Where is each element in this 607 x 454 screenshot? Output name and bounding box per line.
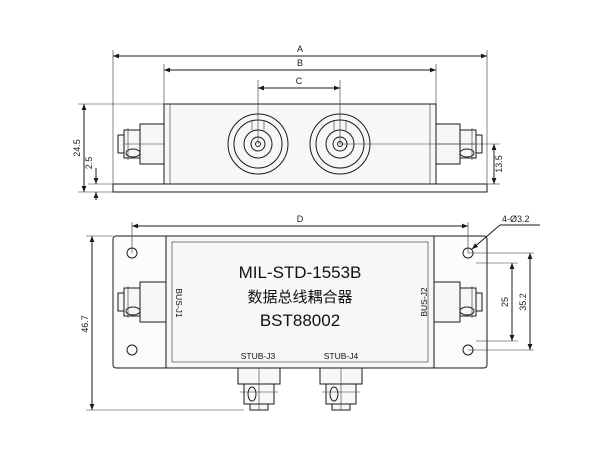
top-stub-j4-connector [319, 367, 363, 411]
top-view: MIL-STD-1553B 数据总线耦合器 BST88002 BUS-J1 BU… [80, 214, 540, 411]
side-view: A B C 24.5 2.5 13.5 [72, 44, 504, 200]
top-right-bus-connector [433, 281, 483, 323]
dim-connector-height-label: 13.5 [494, 155, 504, 173]
top-body [165, 235, 435, 369]
port-bus-j2: BUS-J2 [419, 287, 429, 317]
dim-base-thickness-label: 2.5 [84, 157, 94, 170]
dim-c-label: C [296, 76, 303, 86]
dim-d-label: D [297, 214, 304, 224]
side-left-connector [117, 123, 165, 165]
dim-hole-spacing-label: 35.2 [518, 293, 528, 311]
label-name-cn: 数据总线耦合器 [247, 288, 352, 306]
hole-leader [471, 224, 501, 250]
dim-side-height-label: 24.5 [72, 139, 82, 157]
dim-b-label: B [297, 58, 303, 68]
port-stub-j3: STUB-J3 [241, 351, 276, 361]
top-left-bus-connector [117, 281, 167, 323]
port-bus-j1: BUS-J1 [174, 288, 184, 318]
dim-a-label: A [297, 44, 303, 54]
hole-spec-label: 4-Ø3.2 [502, 214, 530, 224]
label-part-number: BST88002 [260, 311, 340, 330]
dim-plate-width-label: 46.7 [80, 315, 90, 333]
side-base-plate [112, 183, 488, 193]
mount-hole-bottom-left [126, 344, 138, 356]
dim-stub-spacing-label: 25 [500, 297, 510, 307]
top-stub-j3-connector [237, 367, 281, 411]
label-model: MIL-STD-1553B [239, 263, 362, 282]
port-stub-j4: STUB-J4 [324, 351, 359, 361]
